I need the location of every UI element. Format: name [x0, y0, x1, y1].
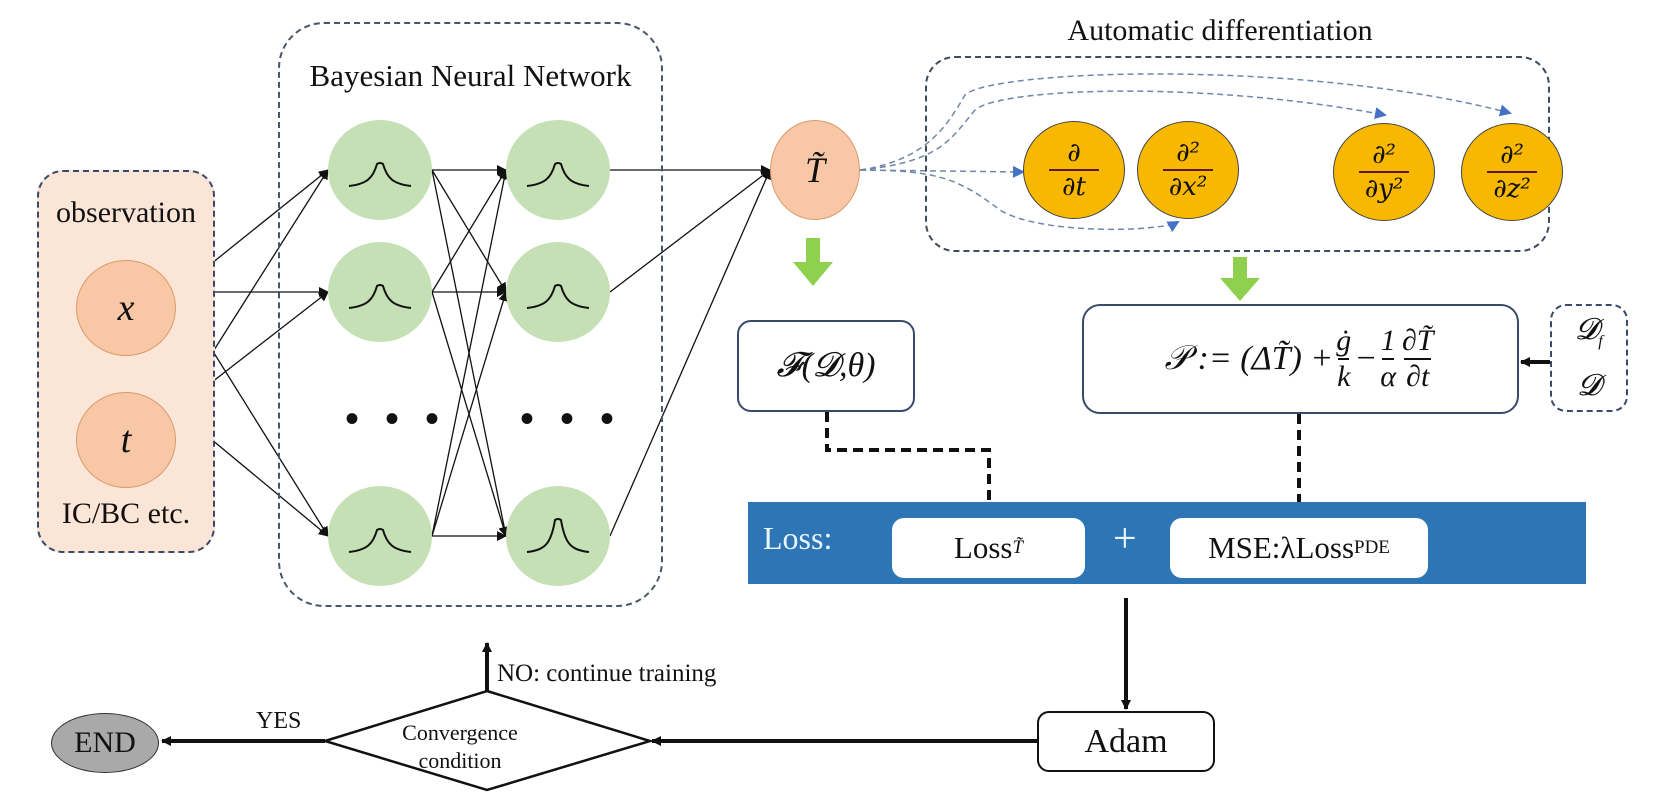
- frac-bar: [1382, 358, 1394, 360]
- bnn-node-l1-n1: [328, 120, 432, 220]
- dataset: 𝓓: [1577, 369, 1601, 402]
- gaussian-icon: [526, 162, 590, 187]
- loss-label: Loss:: [763, 520, 833, 556]
- edge-l1n1-l2n0: [431, 169, 507, 293]
- edge-l1n2-l2n0: [431, 169, 510, 537]
- frac-den: ∂t: [1406, 360, 1430, 393]
- convergence-condition-label: Convergence condition: [402, 720, 518, 773]
- input-node-x: x: [76, 260, 176, 356]
- datasets-box: 𝓓f 𝓓: [1550, 304, 1628, 412]
- pde-minus: −: [1354, 340, 1378, 377]
- bnn-group: [278, 22, 663, 607]
- pde-frac-g-k: ġ k: [1336, 324, 1351, 394]
- gaussian-icon: [348, 284, 412, 309]
- gaussian-icon: [526, 284, 590, 309]
- frac-num: 1: [1380, 324, 1396, 357]
- autodiff-edges: [859, 73, 1512, 233]
- pde-frac-1-alpha: 1 α: [1380, 324, 1396, 394]
- observation-footer: IC/BC etc.: [61, 497, 191, 530]
- bnn-node-l2-n1: [506, 120, 610, 220]
- edge-l2n1-out: [609, 169, 771, 293]
- deriv-op-dz2: ∂² ∂z²: [1461, 123, 1563, 221]
- edge-l2n2-out: [609, 169, 771, 537]
- bnn-node-l1-n2: [328, 242, 432, 342]
- bnn-title: Bayesian Neural Network: [309, 58, 632, 93]
- edge-to-dx2: [859, 169, 1180, 233]
- gaussian-icon: [348, 528, 412, 553]
- bnn-node-l2-n2: [506, 242, 610, 342]
- edge-to-dz2: [859, 73, 1512, 171]
- edge-l1n2-l2n1: [431, 291, 509, 537]
- frac-bar: [1487, 171, 1537, 173]
- autodiff-title: Automatic differentiation: [1067, 14, 1373, 47]
- data-fit-box: 𝓕(𝓓,θ): [737, 320, 915, 412]
- pde-residual-box: 𝒫 := (ΔT̃) + ġ k − 1 α ∂T̃ ∂t: [1082, 304, 1519, 414]
- deriv-num: ∂²: [1176, 138, 1200, 168]
- bnn-node-l1-n3: [328, 486, 432, 586]
- adam-optimizer-box: Adam: [1037, 711, 1215, 772]
- yes-label: YES: [256, 708, 302, 734]
- convergence-condition-diamond: [320, 689, 655, 792]
- deriv-den: ∂z²: [1493, 174, 1531, 204]
- frac-num: ġ: [1336, 324, 1352, 357]
- frac-bar: [1163, 169, 1213, 171]
- loss-band: [748, 502, 1586, 584]
- frac-bar: [1359, 171, 1409, 173]
- deriv-den: ∂y²: [1364, 174, 1404, 204]
- pde-lhs: 𝒫 := (ΔT̃) +: [1164, 340, 1334, 377]
- deriv-num: ∂: [1067, 138, 1081, 168]
- edge-to-dy2: [859, 90, 1387, 171]
- frac-bar: [1403, 358, 1432, 360]
- observation-group: [37, 170, 215, 553]
- gaussian-icon: [526, 518, 590, 553]
- frac-num: ∂T̃: [1401, 324, 1434, 357]
- deriv-den: ∂t: [1062, 172, 1086, 202]
- input-node-t: t: [76, 392, 176, 488]
- frac-den: k: [1337, 360, 1351, 393]
- deriv-num: ∂²: [1372, 140, 1396, 170]
- frac-bar: [1049, 169, 1099, 171]
- frac-den: α: [1380, 360, 1396, 393]
- deriv-op-dy2: ∂² ∂y²: [1333, 123, 1435, 221]
- pde-frac-dt: ∂T̃ ∂t: [1402, 324, 1434, 394]
- deriv-op-dx2: ∂² ∂x²: [1137, 121, 1239, 219]
- edge-to-dt: [859, 165, 1025, 178]
- ellipsis-layer1: • • •: [345, 396, 448, 441]
- green-arrow-t-to-f: [793, 238, 833, 286]
- output-node-t-tilde: T̃: [770, 120, 860, 220]
- autodiff-group: [925, 56, 1550, 252]
- end-node: END: [51, 713, 159, 773]
- observation-title: observation: [56, 196, 196, 229]
- no-label: NO: continue training: [497, 660, 717, 687]
- flow-f-to-loss: [825, 412, 994, 521]
- gaussian-icon: [348, 162, 412, 187]
- deriv-den: ∂x²: [1168, 172, 1208, 202]
- loss-plus: +: [1113, 516, 1137, 562]
- dataset-f: 𝓓f: [1575, 313, 1603, 350]
- deriv-op-dt: ∂ ∂t: [1023, 121, 1125, 219]
- ellipsis-layer2: • • •: [520, 396, 623, 441]
- frac-bar: [1338, 358, 1350, 360]
- deriv-num: ∂²: [1500, 140, 1524, 170]
- green-arrow-ad-to-p: [1220, 257, 1260, 301]
- bnn-node-l2-n3: [506, 486, 610, 586]
